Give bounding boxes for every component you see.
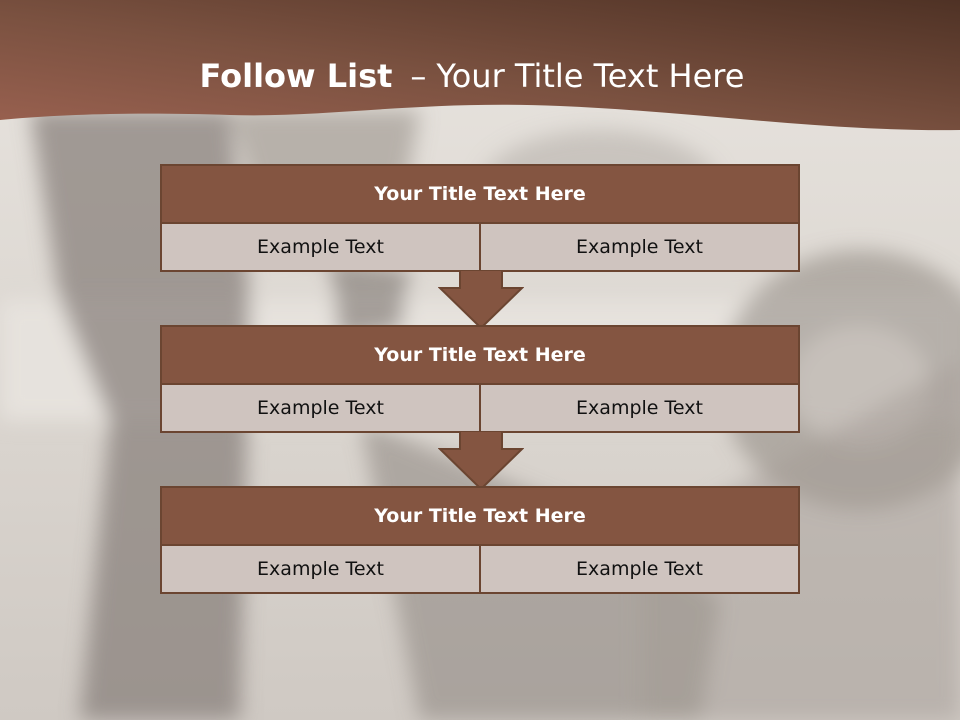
block-title: Your Title Text Here bbox=[162, 166, 798, 224]
block-title: Your Title Text Here bbox=[162, 488, 798, 546]
slide-title-rest: Your Title Text Here bbox=[436, 57, 745, 95]
block-cell-left: Example Text bbox=[162, 385, 479, 431]
block-cell-right: Example Text bbox=[479, 224, 798, 270]
block-title: Your Title Text Here bbox=[162, 327, 798, 385]
block-row: Example Text Example Text bbox=[162, 385, 798, 431]
slide-title-bold: Follow List bbox=[199, 57, 393, 95]
down-arrow-icon bbox=[438, 270, 524, 330]
list-block-1: Your Title Text Here Example Text Exampl… bbox=[160, 164, 800, 272]
slide-title: Follow List–Your Title Text Here bbox=[0, 52, 944, 100]
block-cell-right: Example Text bbox=[479, 385, 798, 431]
list-block-3: Your Title Text Here Example Text Exampl… bbox=[160, 486, 800, 594]
slide-title-separator: – bbox=[410, 57, 427, 95]
down-arrow-icon bbox=[438, 431, 524, 491]
block-row: Example Text Example Text bbox=[162, 546, 798, 592]
block-row: Example Text Example Text bbox=[162, 224, 798, 270]
title-band bbox=[0, 0, 960, 131]
list-block-2: Your Title Text Here Example Text Exampl… bbox=[160, 325, 800, 433]
block-cell-left: Example Text bbox=[162, 546, 479, 592]
block-cell-left: Example Text bbox=[162, 224, 479, 270]
block-cell-right: Example Text bbox=[479, 546, 798, 592]
